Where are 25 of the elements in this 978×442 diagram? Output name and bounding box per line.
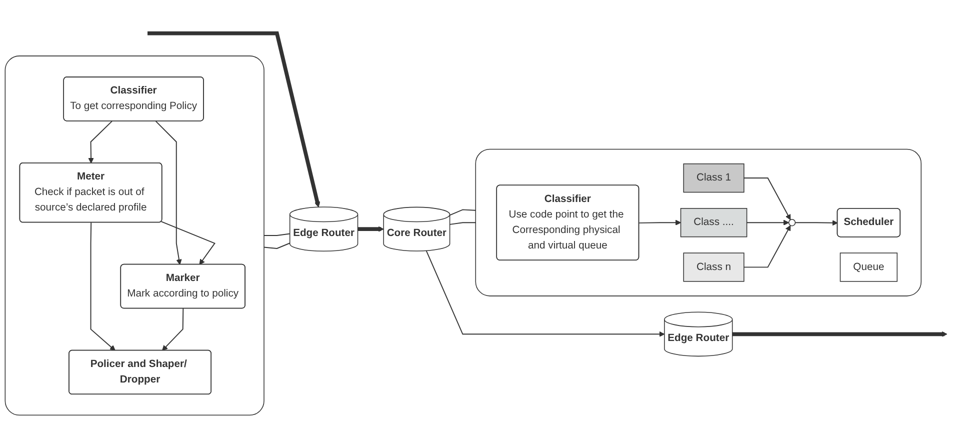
arrow: [160, 221, 216, 265]
node-box: [683, 252, 744, 282]
arrow: [743, 178, 791, 220]
arrow: [794, 220, 838, 226]
arrow: [358, 226, 384, 232]
cluster: [475, 148, 922, 296]
arrow: [148, 31, 320, 208]
arrow: [746, 220, 790, 226]
node-ellipse: [788, 219, 796, 226]
arrow: [743, 225, 791, 268]
node-box: [683, 163, 744, 193]
connector: [449, 222, 476, 225]
arrow: [638, 220, 681, 226]
connector: [264, 233, 290, 236]
arrow: [732, 331, 948, 337]
node-box: [680, 208, 748, 238]
node-box: [840, 252, 898, 282]
cluster: [4, 56, 264, 416]
connector: [264, 242, 290, 249]
connector: [449, 209, 476, 216]
arrow: [90, 222, 116, 351]
arrow: [426, 250, 665, 337]
arrow: [155, 120, 182, 265]
arrow: [88, 120, 112, 164]
arrow: [162, 308, 184, 351]
